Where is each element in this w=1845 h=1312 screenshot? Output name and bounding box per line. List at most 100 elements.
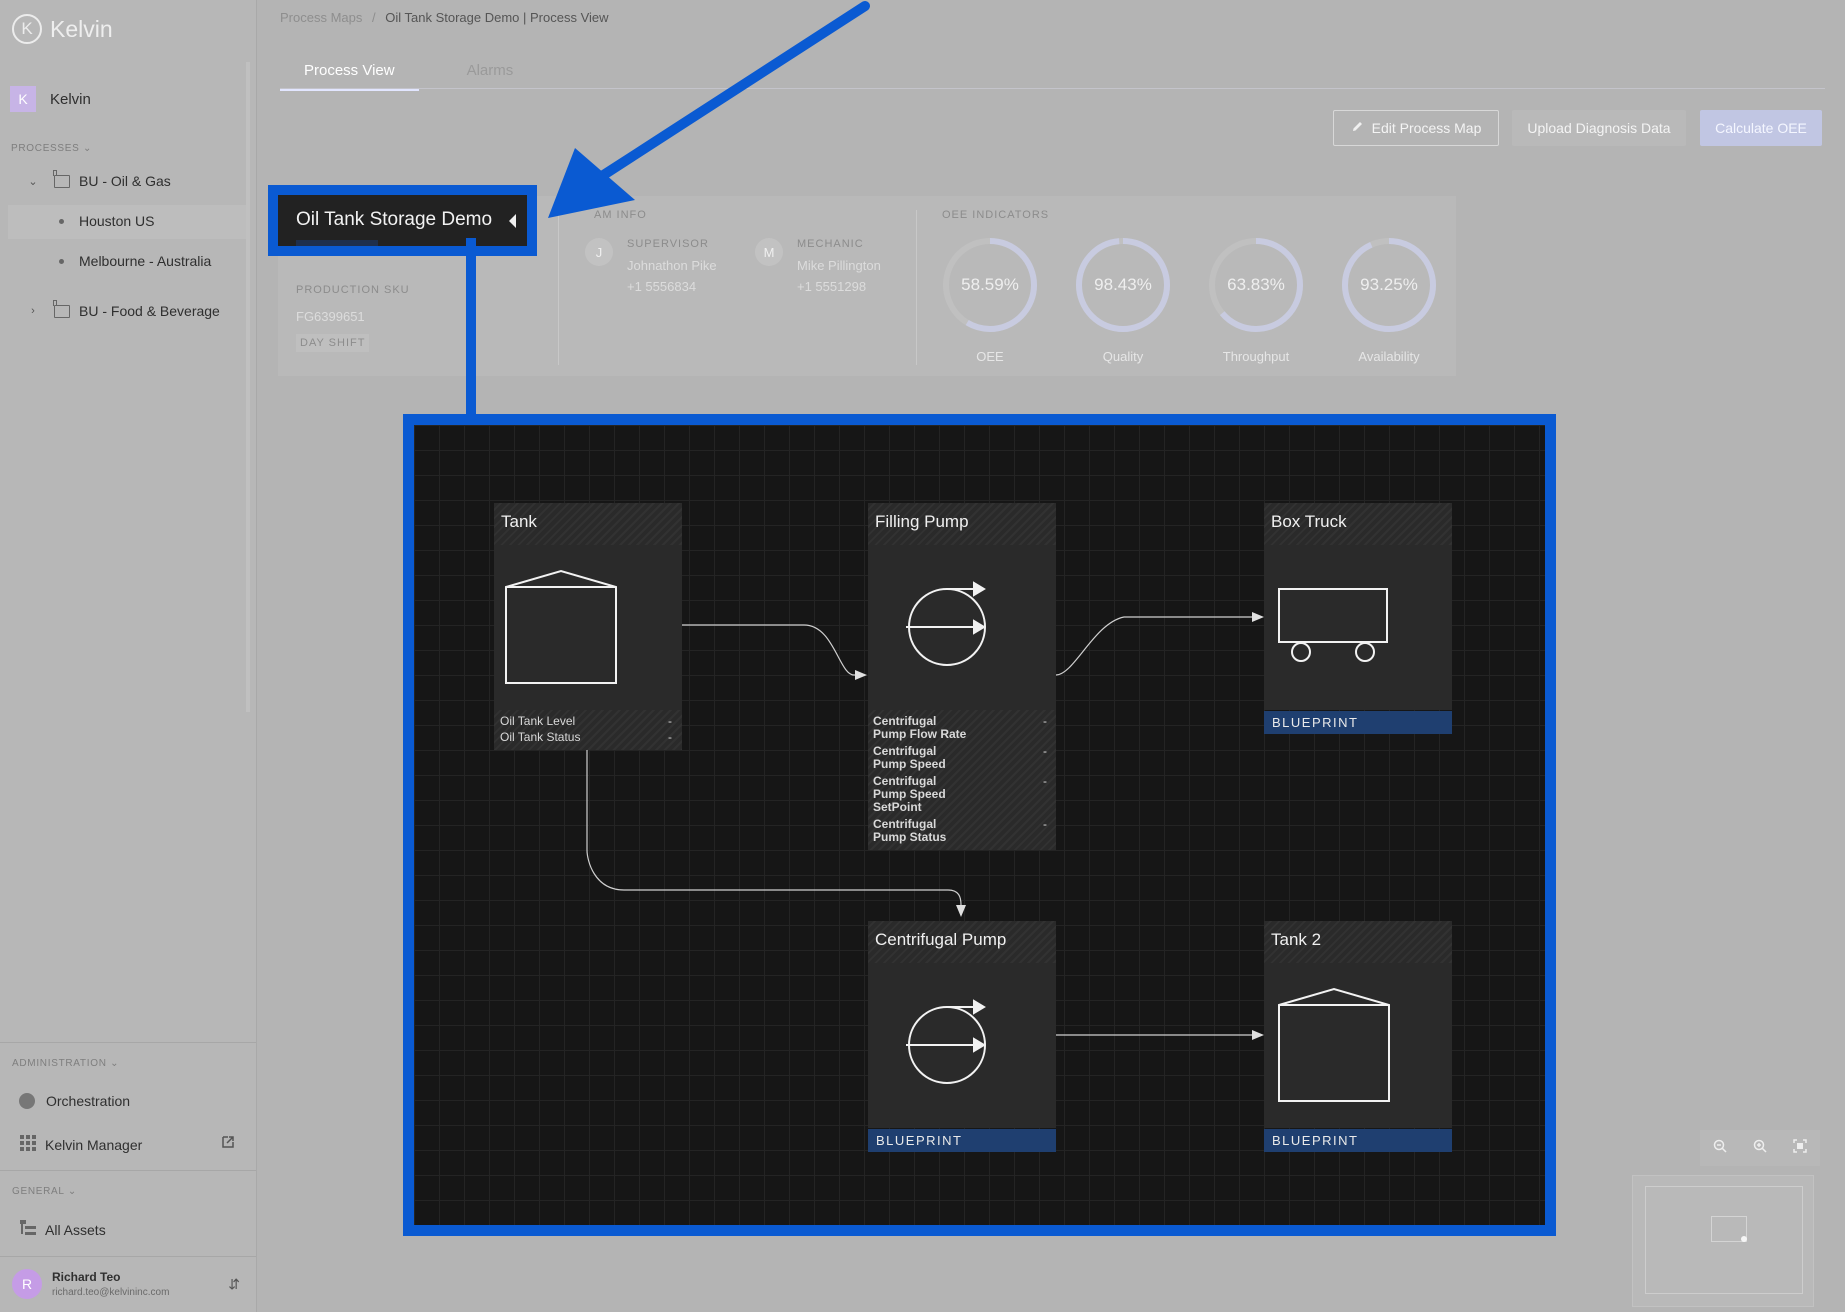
process-item-melbourne[interactable]: Melbourne - Australia [59, 253, 211, 269]
tank-node[interactable] [494, 545, 682, 710]
chevron-down-icon: ⌄ [83, 143, 93, 154]
gauge-label: OEE [976, 349, 1004, 364]
factory-icon [53, 299, 70, 318]
gauge-ring [1209, 238, 1303, 332]
gauge-value: 63.83% [1227, 275, 1285, 294]
metric-label: Oil Tank Level [500, 714, 576, 728]
chevron-down-icon: ⌄ [110, 1058, 120, 1069]
tab-process-view[interactable]: Process View [280, 62, 419, 91]
minimap[interactable] [1632, 1175, 1814, 1307]
divider [916, 210, 917, 365]
divider [0, 1042, 256, 1043]
filling-pump-node[interactable] [868, 545, 1056, 710]
tank2-title: Tank 2 [1271, 930, 1322, 949]
general-section-toggle[interactable]: GENERAL ⌄ [12, 1186, 77, 1197]
org-avatar: K [10, 86, 36, 112]
metric-label: Pump Speed [873, 787, 946, 801]
blueprint-badge: BLUEPRINT [1264, 711, 1452, 734]
user-menu[interactable]: R Richard Teo richard.teo@kelvininc.com … [12, 1269, 244, 1299]
centrifugal-pump-header[interactable]: Centrifugal Pump [868, 921, 1056, 965]
kelvin-logo-icon: K [12, 14, 42, 44]
metric-label: Centrifugal [873, 744, 937, 758]
administration-section-toggle[interactable]: ADMINISTRATION ⌄ [12, 1058, 119, 1069]
bullet-icon [59, 218, 64, 224]
minimap-handle[interactable] [1741, 1236, 1747, 1242]
sidebar: K Kelvin K Kelvin PROCESSES ⌄ ⌄ BU - Oil… [0, 0, 257, 1312]
box-truck-title: Box Truck [1271, 512, 1347, 531]
minimap-content [1711, 1216, 1747, 1242]
title-indicator [296, 240, 378, 246]
nav-kelvin-manager[interactable]: Kelvin Manager [20, 1135, 142, 1154]
tank-header[interactable]: Tank [494, 503, 682, 547]
quality-gauge: 98.43% Quality [1068, 230, 1178, 365]
divider [558, 210, 559, 365]
divider [0, 1256, 256, 1257]
metric-value: - [1043, 714, 1047, 728]
supervisor-avatar: J [585, 238, 613, 266]
zoom-out-icon[interactable] [1713, 1139, 1727, 1158]
process-title-box[interactable]: Oil Tank Storage Demo [278, 195, 527, 246]
metric-label: Pump Flow Rate [873, 727, 967, 741]
box-truck-node[interactable] [1264, 545, 1452, 710]
process-label: Melbourne - Australia [79, 253, 212, 269]
calculate-oee-button[interactable]: Calculate OEE [1700, 110, 1822, 146]
tank2-node[interactable] [1264, 963, 1452, 1128]
blueprint-badge: BLUEPRINT [1264, 1129, 1452, 1152]
breadcrumb-separator: / [372, 10, 376, 25]
orchestration-icon [19, 1093, 35, 1109]
gauge-ring [1076, 238, 1170, 332]
minimap-viewport[interactable] [1645, 1186, 1803, 1294]
tab-alarms[interactable]: Alarms [466, 62, 514, 79]
nav-label: All Assets [45, 1221, 106, 1238]
shift-badge: DAY SHIFT [296, 334, 370, 352]
filling-pump-header[interactable]: Filling Pump [868, 503, 1056, 547]
caret-left-icon[interactable] [509, 214, 517, 233]
logo-text: Kelvin [50, 15, 113, 42]
metric-label: SetPoint [873, 800, 922, 814]
processes-label: PROCESSES [11, 143, 80, 154]
metric-row: Oil Tank Status- [500, 731, 676, 744]
process-label: Houston US [79, 213, 155, 229]
gauge-value: 58.59% [961, 275, 1019, 294]
nav-orchestration[interactable]: Orchestration [19, 1093, 130, 1109]
tank-icon [1278, 987, 1390, 1102]
process-item-food-beverage[interactable]: › BU - Food & Beverage [27, 299, 220, 319]
org-switcher[interactable]: K Kelvin [10, 86, 91, 112]
process-item-houston[interactable]: Houston US [59, 213, 154, 229]
chevron-down-icon[interactable]: ⌄ [28, 175, 38, 188]
tank2-header[interactable]: Tank 2 [1264, 921, 1452, 965]
processes-section-toggle[interactable]: PROCESSES ⌄ [11, 143, 92, 154]
mechanic-avatar: M [755, 238, 783, 266]
breadcrumb-root[interactable]: Process Maps [280, 10, 363, 25]
factory-icon [53, 169, 70, 188]
process-map-canvas[interactable]: Tank Oil Tank Level- Oil Tank Status- Fi… [414, 425, 1545, 1225]
blueprint-badge: BLUEPRINT [868, 1129, 1056, 1152]
zoom-in-icon[interactable] [1753, 1139, 1767, 1158]
gauge-label: Availability [1358, 349, 1420, 364]
metric-label: Centrifugal [873, 817, 937, 831]
external-link-icon[interactable] [221, 1135, 235, 1154]
mechanic-role: MECHANIC [797, 238, 864, 250]
zoom-controls [1700, 1130, 1820, 1166]
edit-process-map-button[interactable]: Edit Process Map [1333, 110, 1499, 146]
user-avatar: R [12, 1269, 42, 1299]
metric-label: Oil Tank Status [500, 730, 581, 744]
chevron-right-icon[interactable]: › [31, 305, 35, 317]
kelvin-logo[interactable]: K Kelvin [12, 14, 113, 44]
pump-icon [906, 999, 986, 1084]
box-truck-header[interactable]: Box Truck [1264, 503, 1452, 547]
chevron-up-down-icon[interactable]: ⇵ [228, 1275, 240, 1292]
divider [0, 1170, 256, 1171]
fit-to-screen-icon[interactable] [1793, 1138, 1807, 1158]
tab-bar: Process View Alarms [280, 62, 513, 91]
metric-value: - [1043, 817, 1047, 831]
sidebar-scrollbar[interactable] [246, 62, 250, 712]
centrifugal-pump-node[interactable] [868, 963, 1056, 1128]
filling-pump-title: Filling Pump [875, 512, 969, 531]
process-item-oil-gas[interactable]: ⌄ BU - Oil & Gas [27, 169, 171, 189]
nav-all-assets[interactable]: All Assets [20, 1220, 106, 1239]
upload-diagnosis-data-button[interactable]: Upload Diagnosis Data [1512, 110, 1686, 146]
